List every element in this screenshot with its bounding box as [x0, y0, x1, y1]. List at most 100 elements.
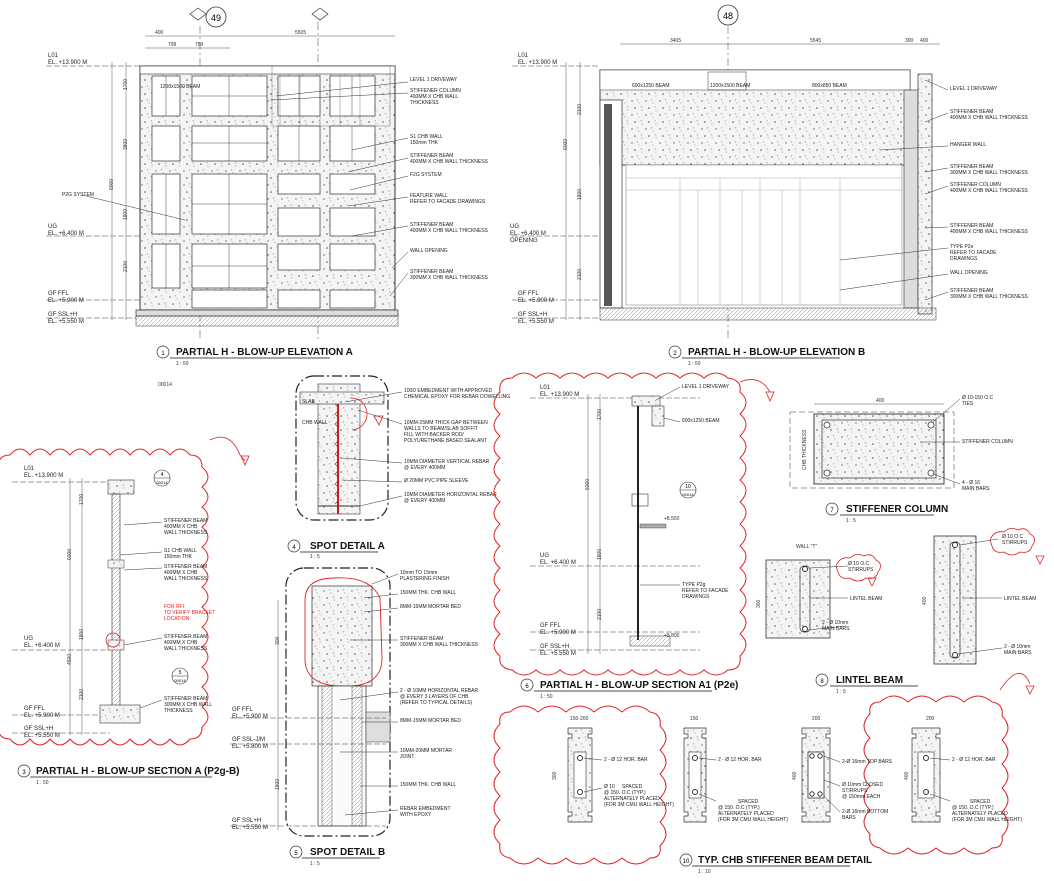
level-gfffl: GF FFL	[518, 291, 539, 297]
sheet-ref: 00014	[682, 492, 694, 497]
callouts-spot-a: 100D EMBEDMENT WITH APPROVED CHEMICAL EP…	[404, 388, 510, 504]
view-number: 10	[683, 859, 690, 865]
callout: TYPE P2e	[950, 244, 974, 250]
view-scale: 1 : 50	[688, 361, 701, 367]
callout: 4 - Ø 16	[962, 480, 980, 486]
callout: 150mm THK	[164, 554, 193, 560]
callout: F2G SYSTEM	[410, 172, 442, 178]
wall-label: WALL "T"	[796, 544, 817, 550]
view-scale: 1 : 5	[310, 861, 320, 867]
callout: MAIN BARS	[1004, 650, 1032, 656]
callout: 10MM-20MM MORTAR	[400, 748, 452, 754]
grid-head-marker	[311, 7, 329, 21]
callout: WALL OPENING	[410, 248, 448, 254]
svg-text:1700: 1700	[123, 79, 129, 90]
level-ug: UG	[24, 636, 33, 642]
callout: 150mm THK	[410, 140, 439, 146]
view-title: LINTEL BEAM	[836, 675, 903, 686]
callout: LEVEL 1 DRIVEWAY	[410, 77, 458, 83]
view-title: PARTIAL H - BLOW-UP ELEVATION B	[688, 347, 865, 358]
callouts-column: Ø 10-150 O.C TIES STIFFENER COLUMN 4 - Ø…	[962, 395, 1013, 492]
callout: REFER TO FACADE DRAWINGS	[410, 199, 486, 205]
callout: STIRRUPS	[848, 567, 874, 573]
level-gfssl: GF SSL+H	[48, 312, 77, 318]
svg-text:6000: 6000	[67, 549, 73, 560]
view-title: SPOT DETAIL A	[310, 541, 385, 552]
sheet-ref: 00014	[156, 480, 168, 485]
rfi-line: FOR RFI:	[164, 604, 185, 610]
svg-text:1700: 1700	[79, 494, 85, 505]
level-gfffl-el: EL. +5.900 M	[48, 298, 84, 304]
callout: WALL THICKNESS	[164, 530, 208, 536]
slab-label: SLAB	[302, 399, 315, 405]
svg-text:3405: 3405	[670, 38, 681, 44]
level-ug-el: EL. +6.400 M	[540, 560, 576, 566]
level-ug-el: EL. +6.400 M	[24, 643, 60, 649]
callout: @ 150. O.C (TYP.)	[604, 790, 646, 796]
view-number: 8	[820, 679, 824, 685]
view-title-8: 8 LINTEL BEAM 1 : 5	[815, 673, 918, 695]
callout: 400MM X CHB	[164, 570, 198, 576]
level-ug-el: EL. +6.400 M	[510, 231, 546, 237]
view-title: PARTIAL H - BLOW-UP SECTION A (P2g-B)	[36, 766, 240, 777]
beam-label: 800x850 BEAM	[812, 83, 847, 89]
callout: 2-Ø 16mm BOTTOM	[842, 809, 888, 815]
svg-text:300: 300	[552, 771, 558, 780]
callout: STIFFENER BEAM	[410, 222, 453, 228]
callout-bubble: 4 00014 5 00014	[153, 469, 189, 685]
view-title: TYP. CHB STIFFENER BEAM DETAIL	[698, 855, 872, 866]
rfi-line: TO VERIFY BRACKET	[164, 610, 215, 616]
level-l01-el: EL. +13.900 M	[24, 473, 63, 479]
view-number: 7	[830, 508, 834, 514]
callout: 400MM X CHB	[164, 524, 198, 530]
svg-text:1800: 1800	[597, 549, 603, 560]
svg-text:4: 4	[161, 472, 164, 478]
callout: STIFFENER BEAM	[164, 564, 207, 570]
callout: Ø 10 O.C	[848, 561, 870, 567]
callout: FEATURE WALL	[410, 193, 448, 199]
level-tags-section-a: L01 EL. +13.900 M UG EL. +6.400 M GF FFL…	[24, 466, 63, 739]
callout: 300MM X CHB WALL THICKNESS	[950, 170, 1029, 176]
callout: @ 150. O.C (TYP.)	[718, 805, 760, 811]
view-scale: 1 : 50	[176, 361, 189, 367]
level-gfffl: GF FFL	[232, 707, 253, 713]
svg-text:300: 300	[905, 38, 914, 44]
callout: SPACED	[622, 784, 643, 790]
side-label: CHB THICKNESS	[802, 429, 808, 470]
callout: STIFFENER BEAM	[400, 636, 443, 642]
callout: 10MM DIAMETER VERTICAL REBAR	[404, 459, 490, 465]
svg-text:1800: 1800	[275, 779, 281, 790]
level-gfssl-el: EL. +5.550 M	[232, 825, 268, 831]
callout: @ EVERY 400MM	[404, 465, 445, 471]
callout: 100D EMBEDMENT WITH APPROVED	[404, 388, 493, 394]
sheet-ref: 00014	[158, 382, 172, 388]
stiffener-column: 400 CHB THICKNESS Ø 10-150 O.C TIES STIF…	[789, 395, 1013, 524]
callout: STIFFENER BEAM	[410, 153, 453, 159]
view-scale: 1 : 50	[36, 780, 49, 786]
svg-text:400: 400	[922, 596, 928, 605]
level-l01: L01	[24, 466, 35, 472]
callout: DRAWINGS	[950, 256, 978, 262]
level-gfssl-el: EL. +5.550 M	[24, 733, 60, 739]
callout: MAIN BARS	[962, 486, 990, 492]
view-title-6: 6 PARTIAL H - BLOW-UP SECTION A1 (P2e) 1…	[520, 678, 738, 700]
callout: 400MM X CHB WALL THICKNESS	[410, 159, 489, 165]
level-ug: UG	[48, 224, 57, 230]
svg-text:400: 400	[792, 771, 798, 780]
callout: CHEMICAL EPOXY FOR REBAR DOWELLING	[404, 394, 510, 400]
svg-text:+8.550: +8.550	[664, 516, 680, 522]
callout: 2 - Ø 12 HOR. BAR	[952, 757, 996, 763]
view-number: 3	[22, 770, 26, 776]
sheet-ref: 00014	[174, 678, 186, 683]
callout: 600x1250 BEAM	[682, 418, 720, 424]
callout: STIRRUPS	[1002, 540, 1028, 546]
callout: 2 - Ø 12 HOR. BAR	[604, 757, 648, 763]
callout: @ EVERY 400MM	[404, 498, 445, 504]
chb-stiffener-beam-detail: 150-200 300 150 200 400 200 40	[493, 673, 1035, 875]
callout: 400MM X CHB WALL THICKNESS	[410, 228, 489, 234]
callout: 400MM X CHB WALL THICKNESS	[950, 229, 1029, 235]
callout: LINTEL BEAM	[1004, 596, 1036, 602]
callout: @ 150mm EACH	[842, 794, 881, 800]
callout: FILL WITH BACKER ROD/	[404, 432, 464, 438]
callout: 8MM-15MM MORTAR BED	[400, 718, 461, 724]
